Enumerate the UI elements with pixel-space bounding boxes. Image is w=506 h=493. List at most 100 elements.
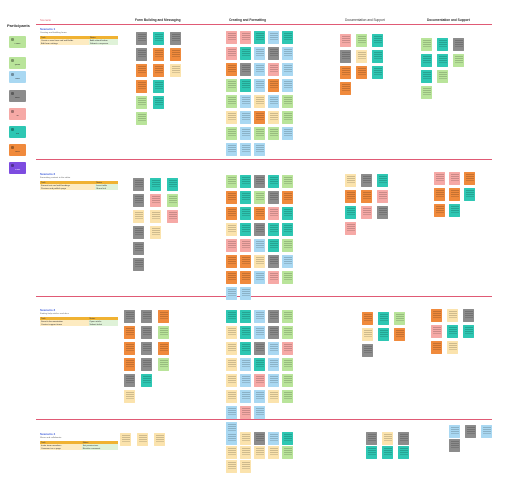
sticky-note[interactable] <box>240 239 251 252</box>
sticky-note[interactable] <box>394 328 405 341</box>
sticky-note[interactable] <box>124 326 135 339</box>
sticky-note[interactable] <box>240 111 251 124</box>
sticky-note[interactable] <box>453 38 464 51</box>
sticky-note[interactable] <box>282 175 293 188</box>
sticky-note[interactable] <box>447 309 458 322</box>
sticky-note[interactable] <box>356 50 367 63</box>
sticky-note[interactable] <box>226 358 237 371</box>
sticky-note[interactable] <box>382 446 393 459</box>
sticky-note[interactable] <box>141 374 152 387</box>
sticky-note[interactable] <box>226 287 237 300</box>
sticky-note[interactable] <box>437 38 448 51</box>
sticky-note[interactable] <box>240 95 251 108</box>
sticky-note[interactable] <box>240 175 251 188</box>
sticky-note[interactable] <box>240 223 251 236</box>
sticky-note[interactable] <box>421 38 432 51</box>
sticky-note[interactable] <box>240 406 251 419</box>
sticky-note[interactable] <box>282 95 293 108</box>
sticky-note[interactable] <box>254 406 265 419</box>
sticky-note[interactable] <box>133 258 144 271</box>
sticky-note[interactable] <box>449 439 460 452</box>
sticky-note[interactable] <box>254 175 265 188</box>
sticky-note[interactable] <box>340 66 351 79</box>
sticky-note[interactable] <box>226 460 237 473</box>
sticky-note[interactable] <box>434 204 445 217</box>
sticky-note[interactable] <box>254 390 265 403</box>
sticky-note[interactable] <box>240 127 251 140</box>
sticky-note[interactable] <box>120 433 131 446</box>
sticky-note[interactable] <box>153 48 164 61</box>
legend-card[interactable]: Purus <box>9 162 26 174</box>
sticky-note[interactable] <box>254 271 265 284</box>
sticky-note[interactable] <box>282 310 293 323</box>
sticky-note[interactable] <box>240 191 251 204</box>
sticky-note[interactable] <box>268 432 279 445</box>
sticky-note[interactable] <box>240 79 251 92</box>
sticky-note[interactable] <box>282 342 293 355</box>
sticky-note[interactable] <box>372 66 383 79</box>
sticky-note[interactable] <box>268 390 279 403</box>
sticky-note[interactable] <box>268 446 279 459</box>
sticky-note[interactable] <box>463 309 474 322</box>
sticky-note[interactable] <box>158 310 169 323</box>
sticky-note[interactable] <box>254 310 265 323</box>
sticky-note[interactable] <box>345 174 356 187</box>
sticky-note[interactable] <box>282 358 293 371</box>
sticky-note[interactable] <box>226 374 237 387</box>
sticky-note[interactable] <box>124 374 135 387</box>
sticky-note[interactable] <box>240 390 251 403</box>
sticky-note[interactable] <box>240 326 251 339</box>
sticky-note[interactable] <box>361 174 372 187</box>
sticky-note[interactable] <box>254 111 265 124</box>
sticky-note[interactable] <box>437 54 448 67</box>
sticky-note[interactable] <box>268 342 279 355</box>
sticky-note[interactable] <box>378 328 389 341</box>
sticky-note[interactable] <box>340 82 351 95</box>
sticky-note[interactable] <box>240 207 251 220</box>
sticky-note[interactable] <box>167 210 178 223</box>
sticky-note[interactable] <box>136 48 147 61</box>
sticky-note[interactable] <box>366 446 377 459</box>
legend-card[interactable]: Dolor <box>9 71 26 83</box>
sticky-note[interactable] <box>434 188 445 201</box>
sticky-note[interactable] <box>268 255 279 268</box>
sticky-note[interactable] <box>254 432 265 445</box>
sticky-note[interactable] <box>240 446 251 459</box>
sticky-note[interactable] <box>141 310 152 323</box>
sticky-note[interactable] <box>124 310 135 323</box>
sticky-note[interactable] <box>453 54 464 67</box>
sticky-note[interactable] <box>136 32 147 45</box>
sticky-note[interactable] <box>268 47 279 60</box>
sticky-note[interactable] <box>449 204 460 217</box>
sticky-note[interactable] <box>377 190 388 203</box>
sticky-note[interactable] <box>226 143 237 156</box>
sticky-note[interactable] <box>153 32 164 45</box>
sticky-note[interactable] <box>226 111 237 124</box>
sticky-note[interactable] <box>254 47 265 60</box>
sticky-note[interactable] <box>282 223 293 236</box>
scenario-block-1[interactable]: Scenario 1 Creating and building forms T… <box>40 27 120 45</box>
sticky-note[interactable] <box>366 432 377 445</box>
sticky-note[interactable] <box>141 358 152 371</box>
sticky-note[interactable] <box>449 172 460 185</box>
sticky-note[interactable] <box>431 341 442 354</box>
sticky-note[interactable] <box>394 312 405 325</box>
sticky-note[interactable] <box>240 358 251 371</box>
legend-card[interactable]: Nunc <box>9 144 26 156</box>
sticky-note[interactable] <box>447 341 458 354</box>
sticky-note[interactable] <box>382 432 393 445</box>
sticky-note[interactable] <box>226 310 237 323</box>
sticky-note[interactable] <box>240 342 251 355</box>
sticky-note[interactable] <box>254 358 265 371</box>
sticky-note[interactable] <box>150 226 161 239</box>
sticky-note[interactable] <box>240 310 251 323</box>
sticky-note[interactable] <box>254 446 265 459</box>
sticky-note[interactable] <box>268 191 279 204</box>
sticky-note[interactable] <box>372 34 383 47</box>
sticky-note[interactable] <box>268 111 279 124</box>
sticky-note[interactable] <box>268 271 279 284</box>
sticky-note[interactable] <box>153 64 164 77</box>
sticky-note[interactable] <box>254 31 265 44</box>
